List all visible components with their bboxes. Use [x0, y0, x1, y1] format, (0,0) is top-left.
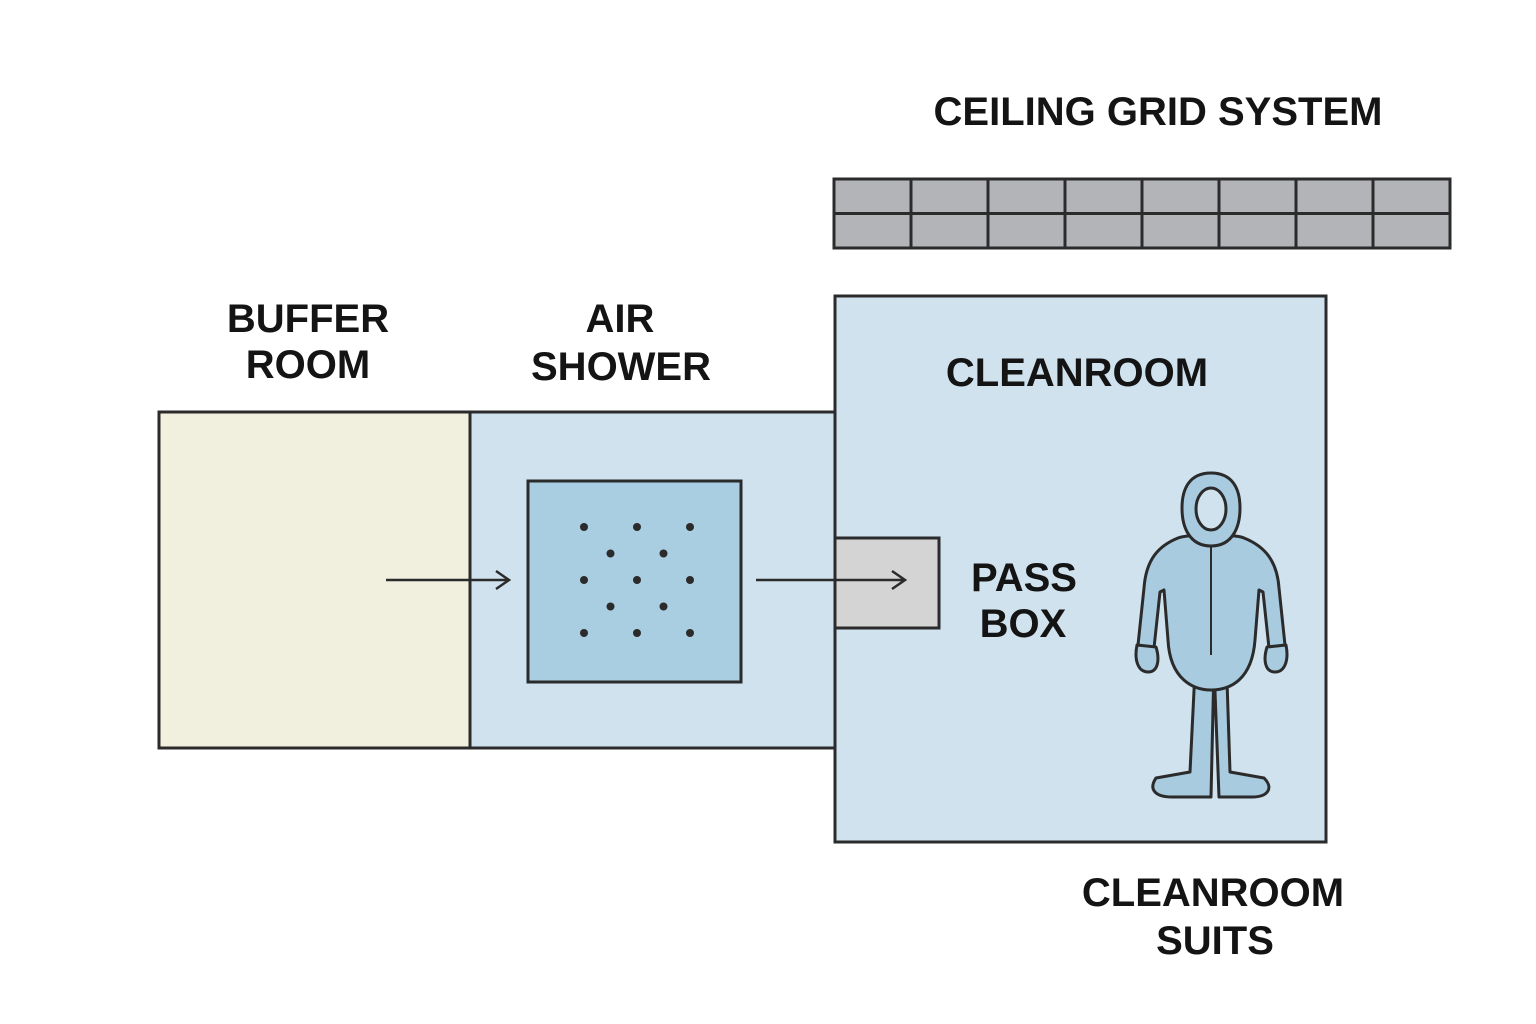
- ceiling-tile: [909, 177, 990, 215]
- air-nozzle: [633, 629, 641, 637]
- air-nozzle: [659, 549, 668, 558]
- air-shower-label-line2: SHOWER: [531, 345, 711, 389]
- ceiling-grid-label: CEILING GRID SYSTEM: [934, 90, 1383, 134]
- cleanroom-suits-label-line2: SUITS: [1156, 919, 1274, 963]
- ceiling-tile: [1371, 177, 1452, 215]
- air-nozzle: [580, 523, 588, 531]
- air-nozzle: [580, 576, 588, 584]
- ceiling-tile: [1217, 212, 1298, 250]
- cleanroom-label: CLEANROOM: [946, 351, 1208, 395]
- pass-box-label-line1: PASS: [971, 556, 1077, 600]
- person-in-coverall-icon: [1134, 471, 1289, 799]
- air-nozzle: [659, 602, 668, 611]
- ceiling-tile: [986, 212, 1067, 250]
- air-nozzle: [633, 576, 641, 584]
- buffer-room-label-line2: ROOM: [246, 343, 370, 387]
- ceiling-tile: [986, 177, 1067, 215]
- ceiling-tile: [1063, 212, 1144, 250]
- air-nozzles: [580, 523, 694, 637]
- ceiling-tile: [832, 177, 913, 215]
- ceiling-tile: [909, 212, 990, 250]
- ceiling-tile: [832, 212, 913, 250]
- pass-box: [833, 536, 941, 630]
- buffer-room-label-line1: BUFFER: [227, 297, 389, 341]
- air-nozzle: [580, 629, 588, 637]
- air-nozzle: [686, 576, 694, 584]
- ceiling-tile: [1140, 212, 1221, 250]
- ceiling-tile: [1294, 212, 1375, 250]
- air-shower-label-line1: AIR: [586, 297, 655, 341]
- air-nozzle: [686, 523, 694, 531]
- arrow-right-icon: [386, 569, 512, 591]
- air-nozzle: [606, 602, 615, 611]
- air-nozzle: [686, 629, 694, 637]
- ceiling-tile: [1371, 212, 1452, 250]
- pass-box-label-line2: BOX: [980, 602, 1067, 646]
- ceiling-tile: [1140, 177, 1221, 215]
- ceiling-tile: [1294, 177, 1375, 215]
- cleanroom-suits-label-line1: CLEANROOM: [1082, 871, 1344, 915]
- ceiling-grid: [832, 177, 1452, 250]
- arrow-right-icon: [756, 569, 908, 591]
- ceiling-tile: [1217, 177, 1298, 215]
- air-nozzle: [606, 549, 615, 558]
- air-nozzle: [633, 523, 641, 531]
- ceiling-tile: [1063, 177, 1144, 215]
